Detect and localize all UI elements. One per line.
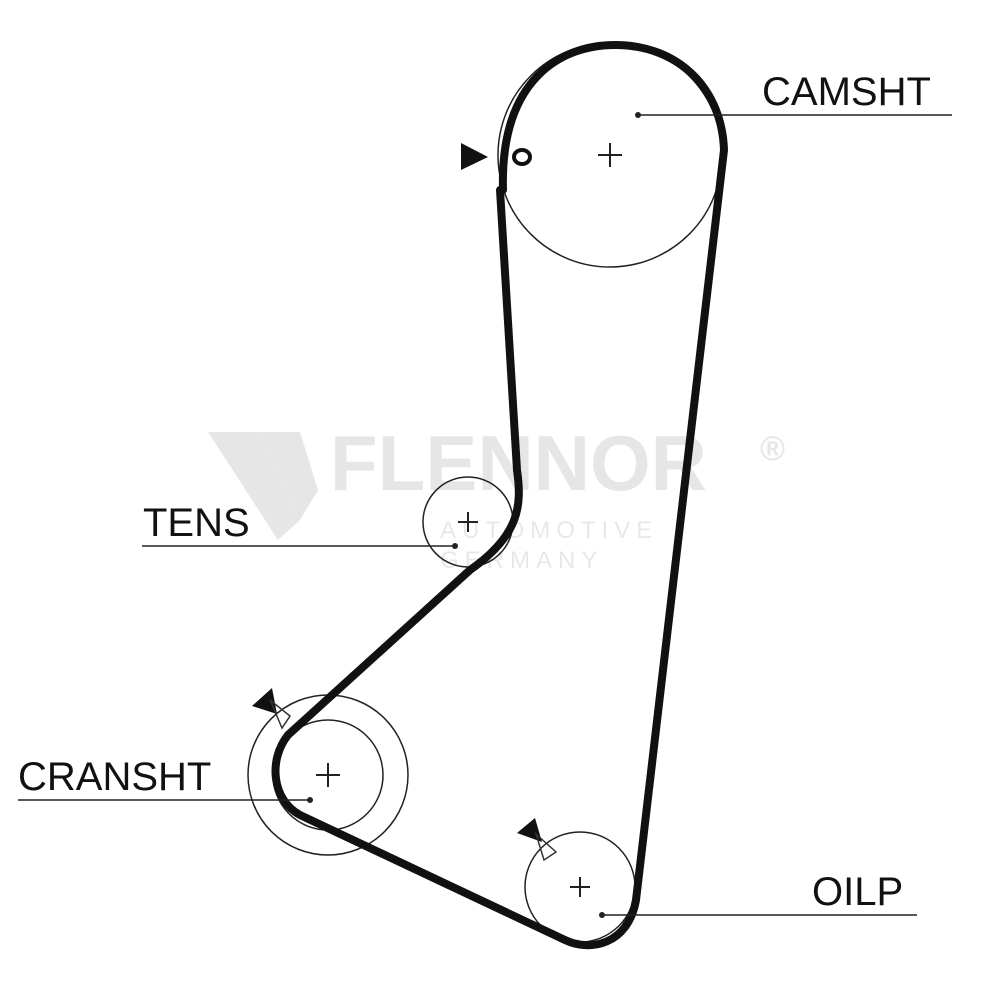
camshaft-timing-dot <box>512 148 532 166</box>
camshaft-center-mark <box>598 143 622 167</box>
crankshaft-center-mark <box>316 763 340 787</box>
tensioner-leader-dot <box>452 543 458 549</box>
camshaft-timing-arrow <box>461 143 488 170</box>
timing-belt <box>271 41 728 950</box>
oil-pump-timing-arrow <box>517 818 558 862</box>
oil-pump-label: OILP <box>812 870 903 914</box>
watermark-registered: ® <box>760 430 785 468</box>
camshaft-label: CAMSHT <box>762 70 931 114</box>
crankshaft-timing-arrow <box>252 688 292 730</box>
crankshaft-leader-dot <box>307 797 313 803</box>
brand-logo-mark <box>208 432 318 540</box>
oil-pump-center-mark <box>570 877 590 897</box>
camshaft-leader-dot <box>635 112 641 118</box>
tensioner-center-mark <box>458 512 478 532</box>
crankshaft-label: CRANSHT <box>18 755 211 799</box>
oil-pump-leader-dot <box>599 912 605 918</box>
tensioner-label: TENS <box>143 501 250 545</box>
